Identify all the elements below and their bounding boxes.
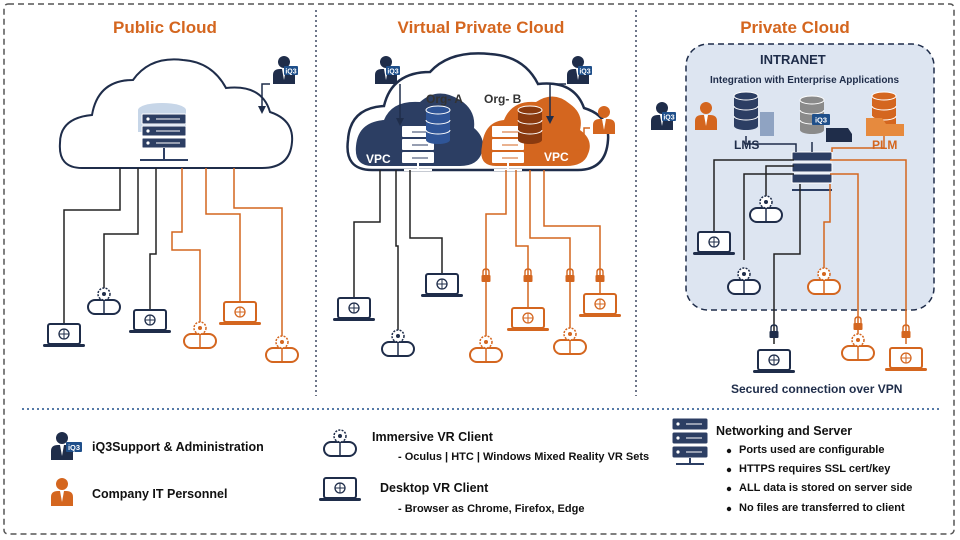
vpc-cloud: iQ3 iQ3	[332, 52, 622, 363]
legend-it-person-icon	[51, 478, 73, 506]
vpn-caption: Secured connection over VPN	[731, 382, 903, 396]
integration-label: Integration with Enterprise Applications	[710, 75, 900, 86]
public-laptop-3-icon	[218, 301, 262, 326]
legend-bullet-4: No files are transferred to client	[739, 502, 905, 514]
private-cloud-title: Private Cloud	[740, 18, 850, 37]
legend-laptop-icon	[318, 477, 362, 502]
lms-label: LMS	[734, 138, 760, 152]
svg-text:iQ3: iQ3	[815, 116, 827, 125]
public-vr-1-icon	[87, 287, 121, 315]
svg-text:iQ3: iQ3	[663, 115, 674, 122]
private-laptop-3-icon	[884, 347, 928, 372]
org-a-server-icon	[402, 126, 434, 171]
legend-net-title: Networking and Server	[716, 424, 853, 438]
private-laptop-2-icon	[752, 349, 796, 374]
legend-vr-title: Immersive VR Client	[372, 430, 493, 444]
public-laptop-2-icon	[128, 309, 172, 334]
vpc-vr-3-icon	[553, 327, 587, 355]
org-a-label: Org- A	[426, 92, 463, 106]
svg-text:iQ3: iQ3	[68, 443, 80, 452]
legend-bullet-2: HTTPS requires SSL cert/key	[739, 463, 891, 475]
vpc-vr-2-icon	[469, 335, 503, 363]
public-vr-3-icon	[265, 335, 299, 363]
legend-server-icon	[671, 417, 709, 465]
vpc-it-person-icon	[593, 106, 615, 134]
vpc-laptop-2-icon	[420, 273, 464, 298]
vpc-laptop-3-icon	[506, 307, 550, 332]
vpc-a-label: VPC	[366, 152, 391, 166]
lms-db-icon	[733, 91, 759, 131]
org-b-label: Org- B	[484, 92, 522, 106]
intranet-label: INTRANET	[760, 52, 826, 67]
vpc-b-label: VPC	[544, 150, 569, 164]
public-badge: iQ3	[285, 69, 296, 76]
outer-frame	[3, 3, 955, 535]
plm-label: PLM	[872, 138, 898, 152]
legend-desktop-title: Desktop VR Client	[380, 481, 489, 495]
vpc-title: Virtual Private Cloud	[397, 18, 565, 37]
org-b-db-icon	[517, 105, 543, 145]
private-laptop-1-icon	[692, 231, 736, 256]
private-cloud: iQ3 iQ3	[651, 43, 935, 374]
public-vr-2-icon	[183, 321, 217, 349]
legend-vr-sub: - Oculus | HTC | Windows Mixed Reality V…	[398, 451, 650, 463]
vpc-laptop-4-icon	[578, 293, 622, 318]
legend-bullet-3: ALL data is stored on server side	[739, 482, 913, 494]
legend-vr-icon	[323, 429, 357, 457]
public-cloud: iQ3	[42, 56, 299, 363]
public-laptop-1-icon	[42, 323, 86, 348]
org-b-server-icon	[492, 126, 524, 171]
legend-bullets	[726, 448, 732, 512]
vpc-laptop-1-icon	[332, 297, 376, 322]
legend-icons: iQ3	[51, 417, 732, 512]
svg-text:iQ3: iQ3	[387, 69, 398, 76]
org-a-db-icon	[425, 105, 451, 145]
legend-it-label: Company IT Personnel	[92, 487, 228, 501]
svg-text:iQ3: iQ3	[579, 69, 590, 76]
legend-desktop-sub: - Browser as Chrome, Firefox, Edge	[398, 503, 585, 515]
private-vr-4-icon	[841, 333, 875, 361]
vpc-vr-1-icon	[381, 329, 415, 357]
public-server-icon	[138, 103, 188, 161]
legend-bullet-1: Ports used are configurable	[739, 444, 885, 456]
public-cloud-title: Public Cloud	[113, 18, 217, 37]
intranet-switch-icon	[791, 151, 833, 191]
legend-support-label: iQ3Support & Administration	[92, 440, 264, 454]
